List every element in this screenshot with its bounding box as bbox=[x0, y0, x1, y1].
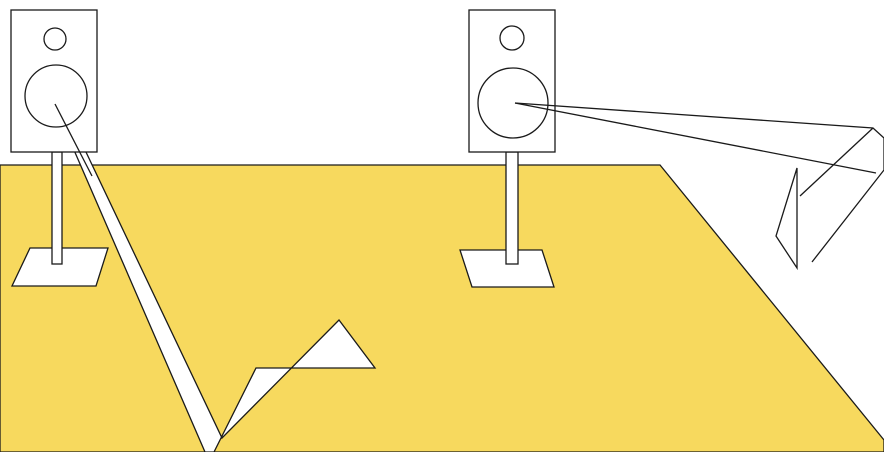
right-speaker-tweeter bbox=[500, 26, 524, 50]
left-speaker-tweeter bbox=[44, 28, 66, 50]
wall-reflection-fold bbox=[800, 128, 873, 196]
wall-reflection-beam-inner bbox=[515, 103, 876, 173]
left-stand-pole bbox=[52, 152, 62, 264]
left-speaker-woofer bbox=[25, 65, 87, 127]
right-stand-pole bbox=[506, 152, 518, 264]
floor bbox=[0, 165, 884, 452]
wall-reflection-arrowhead bbox=[776, 168, 797, 268]
right-speaker-woofer bbox=[478, 68, 548, 138]
right-speaker bbox=[469, 10, 555, 152]
left-speaker bbox=[11, 10, 97, 176]
